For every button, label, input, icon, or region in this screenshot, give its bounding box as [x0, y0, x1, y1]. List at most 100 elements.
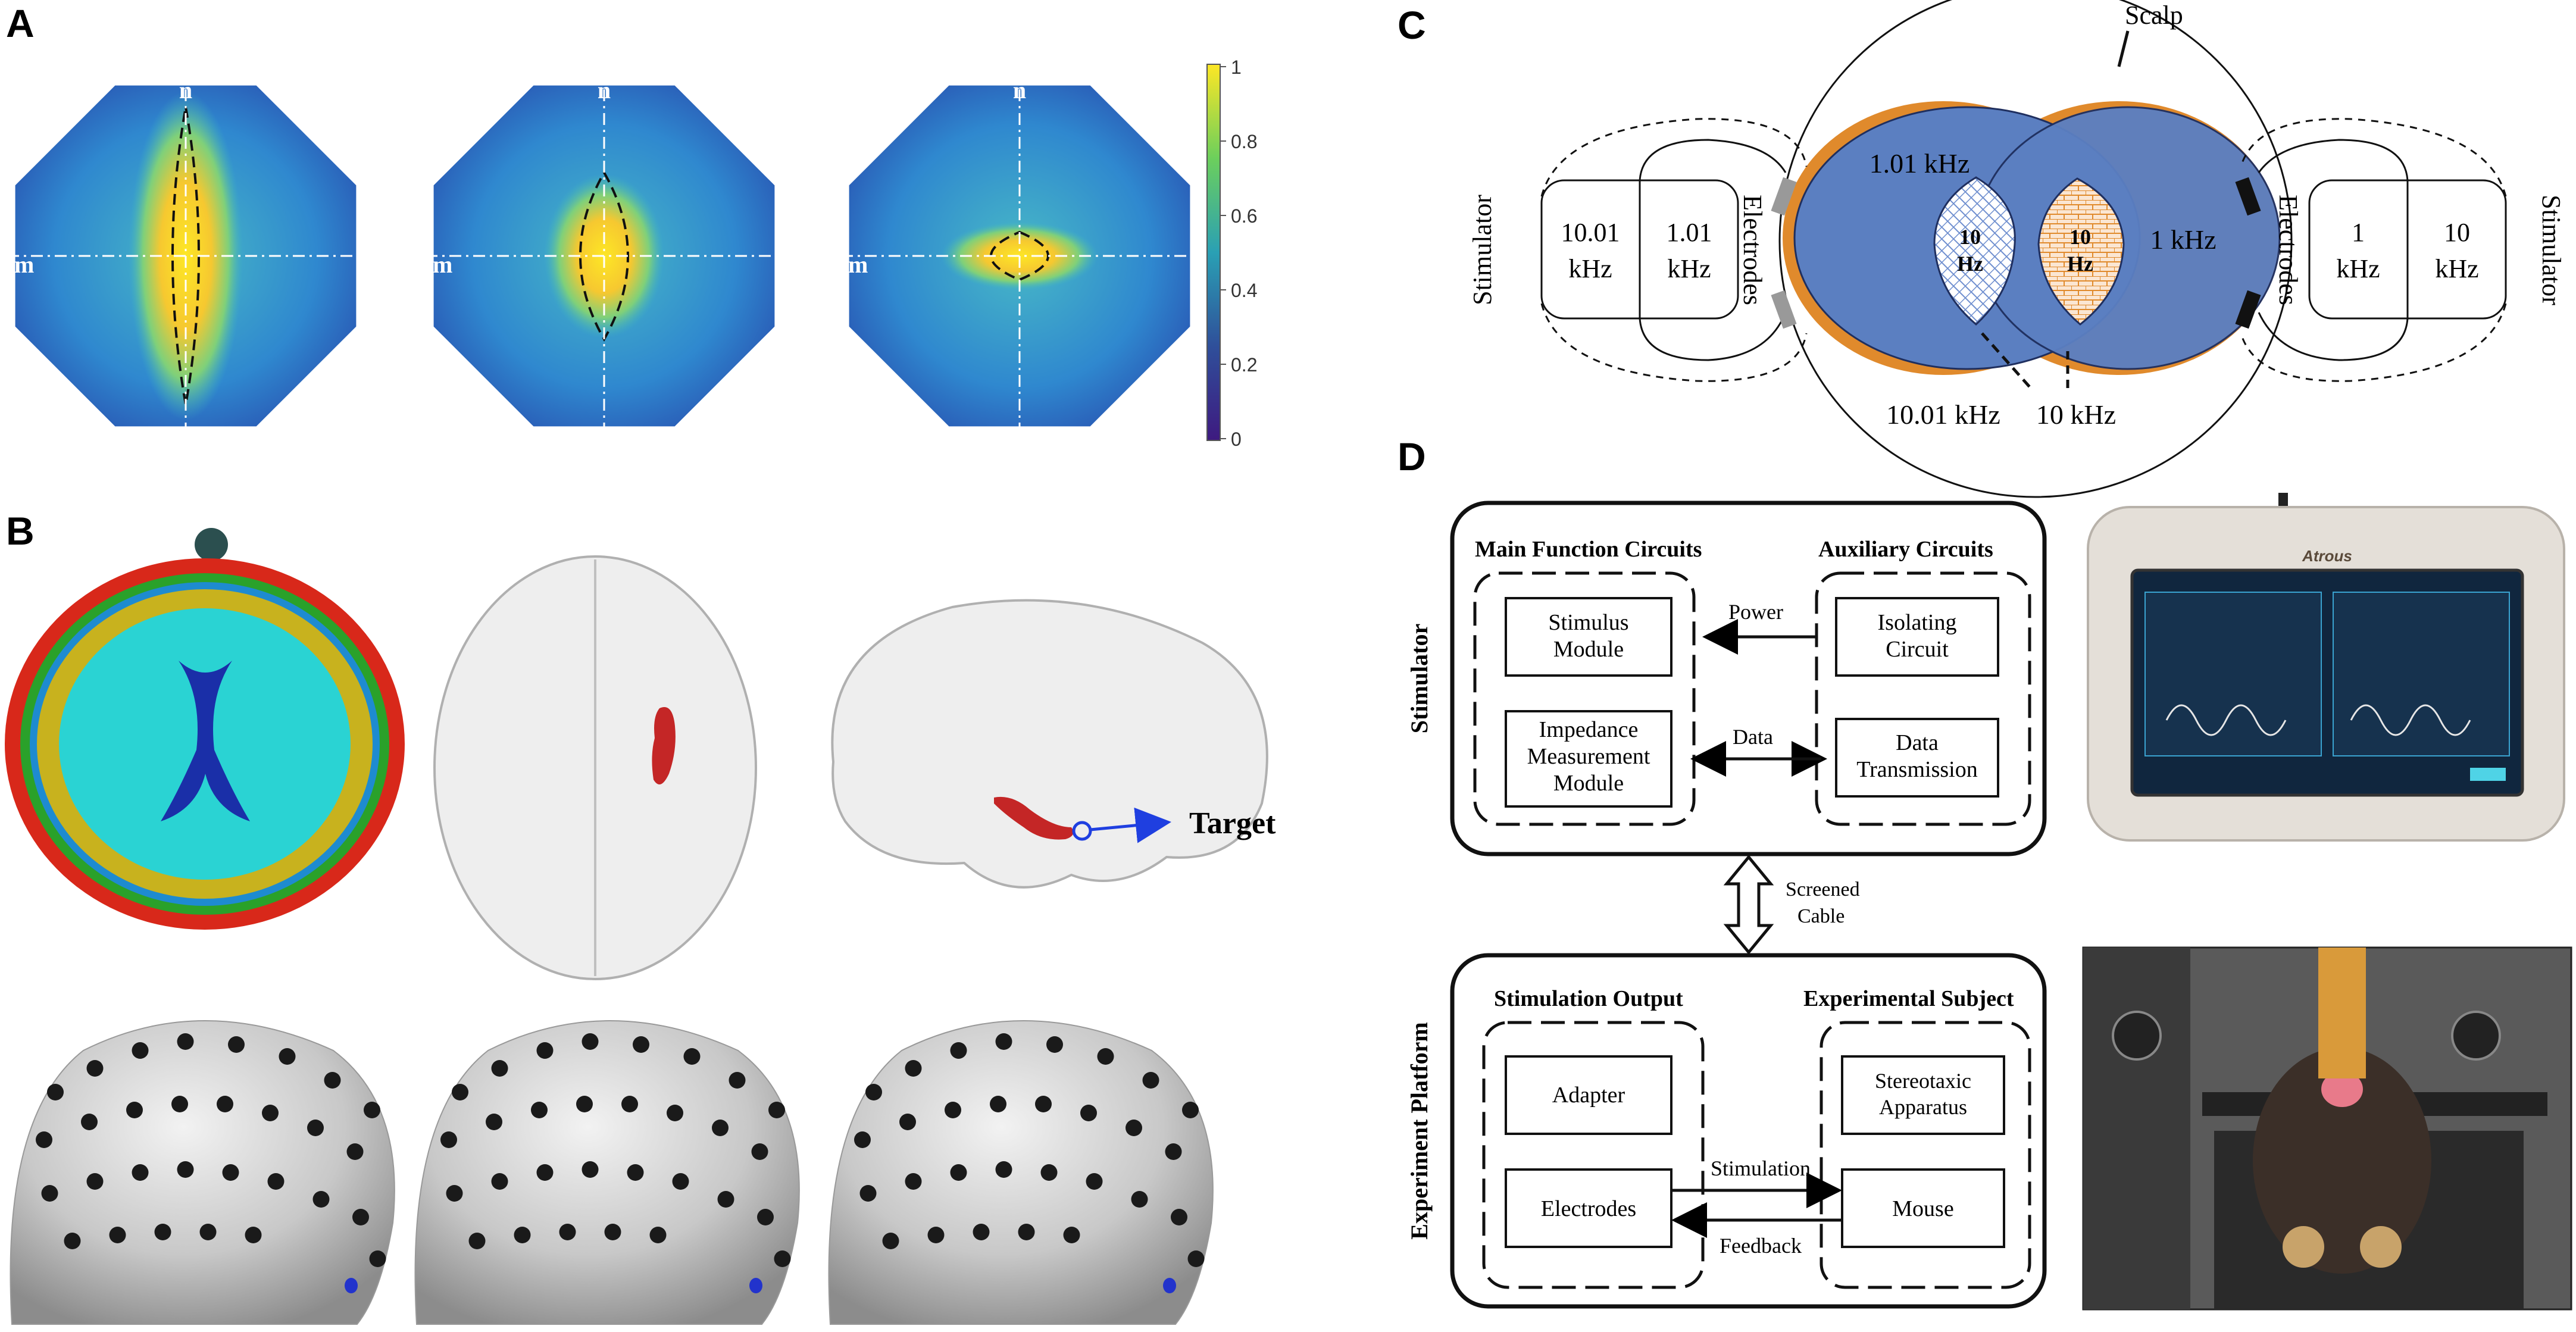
head-model-3 — [828, 1020, 1214, 1325]
eeg-electrode — [47, 1084, 64, 1100]
eeg-electrode — [1040, 1164, 1058, 1181]
eeg-electrode — [514, 1227, 531, 1243]
experiment-platform-block: Experiment Platform Stimulation Output E… — [1406, 953, 2047, 1309]
left-freq1-num: 10.01 — [1561, 218, 1620, 247]
hz-right-unit: Hz — [2067, 252, 2093, 276]
eeg-electrode — [905, 1173, 922, 1190]
right-freq2-unit: kHz — [2435, 254, 2478, 283]
mouse-body — [2253, 1048, 2431, 1274]
colorbar-tick-label: 0.4 — [1231, 280, 1257, 301]
eeg-electrode — [1165, 1143, 1182, 1160]
label-10khz: 10 kHz — [2036, 399, 2116, 430]
beat-zone-left — [1933, 176, 2016, 326]
eeg-electrode — [1046, 1036, 1063, 1053]
m-axis-label: m — [14, 251, 34, 278]
device-channel2 — [2333, 592, 2510, 756]
eeg-electrode — [171, 1096, 188, 1112]
eeg-electrode — [536, 1042, 554, 1059]
left-wire-bottom-dashed — [1540, 303, 1808, 382]
hz-left-unit: Hz — [1957, 252, 1983, 276]
eeg-electrode — [279, 1048, 296, 1065]
cable-label-l2: Cable — [1797, 905, 1845, 927]
eeg-electrode — [440, 1131, 457, 1148]
eeg-electrode — [945, 1102, 961, 1118]
eeg-electrode — [757, 1209, 774, 1225]
target-region-top — [652, 707, 676, 784]
ventricle — [161, 661, 250, 821]
isolating-circuit-l2: Circuit — [1886, 637, 1949, 662]
left-wire-bottom — [1639, 312, 1787, 361]
left-stimulator-label: Stimulator — [1468, 195, 1497, 305]
heatmap-3: nm — [841, 77, 1198, 429]
eeg-electrode — [667, 1105, 683, 1121]
eeg-electrode — [1035, 1096, 1052, 1112]
right-stimulator: 1 kHz 10 kHz Stimulator Electrodes — [2235, 118, 2566, 382]
panel-d-letter: D — [1398, 434, 1426, 479]
eeg-electrode — [774, 1250, 791, 1267]
data-label: Data — [1733, 725, 1773, 749]
impedance-module-l3: Module — [1553, 771, 1624, 796]
device-start-button — [2470, 768, 2506, 781]
eeg-electrode — [712, 1120, 729, 1136]
eeg-electrode — [1142, 1072, 1159, 1089]
threshold-contour — [990, 230, 1049, 282]
eeg-electrode — [491, 1060, 508, 1077]
mouse-photo — [2082, 946, 2572, 1311]
eeg-electrode — [1063, 1227, 1080, 1243]
head-model-1 — [10, 1020, 395, 1325]
mouse-photo-left-frame — [2083, 948, 2190, 1309]
mouse-label: Mouse — [1892, 1196, 1953, 1221]
eeg-electrode — [486, 1114, 502, 1130]
eeg-electrode — [604, 1224, 621, 1240]
colorbar-ticks: 10.80.60.40.20 — [1220, 57, 1257, 450]
eeg-electrode — [36, 1131, 52, 1148]
target-region-side — [994, 796, 1074, 840]
adapter-label: Adapter — [1552, 1083, 1625, 1108]
electrode-pad-right — [2360, 1226, 2402, 1268]
eeg-electrode — [859, 1185, 877, 1202]
eeg-electrode — [995, 1161, 1012, 1178]
eeg-electrode — [882, 1233, 899, 1249]
reference-electrode — [1163, 1278, 1176, 1293]
fiducial-marker — [195, 528, 228, 561]
left-stimulator: 10.01 kHz 1.01 kHz Stimulator Electrodes — [1468, 118, 1808, 382]
eeg-electrode — [154, 1224, 171, 1240]
colorbar-tick-label: 0 — [1231, 429, 1242, 450]
eeg-electrode — [452, 1084, 468, 1100]
stereotaxic-knob-right — [2451, 1011, 2501, 1061]
device-wave1 — [2165, 704, 2287, 736]
device-wave2 — [2350, 704, 2471, 736]
eeg-electrode — [717, 1191, 734, 1208]
eeg-electrode — [352, 1209, 369, 1225]
eeg-electrode — [468, 1233, 486, 1249]
heatmap-1: nm — [7, 77, 364, 429]
threshold-contour — [171, 107, 200, 405]
impedance-module-l2: Measurement — [1527, 744, 1650, 769]
eeg-electrode — [899, 1114, 916, 1130]
hz-right-num: 10 — [2069, 225, 2091, 249]
eeg-electrode — [1131, 1191, 1148, 1208]
stimulus-module-box — [1505, 597, 1672, 677]
eeg-electrode — [582, 1161, 599, 1178]
eeg-electrode — [990, 1096, 1006, 1112]
eeg-electrode — [491, 1173, 508, 1190]
eeg-electrode — [1086, 1173, 1103, 1190]
colorbar-tick-label: 0.2 — [1231, 354, 1257, 376]
experimental-subject-title: Experimental Subject — [1803, 986, 2014, 1011]
target-label: Target — [1189, 806, 1276, 840]
head-model-2 — [414, 1020, 800, 1325]
cable-double-arrow — [1723, 855, 1774, 955]
eeg-electrode — [950, 1042, 967, 1059]
label-1-01khz: 1.01 kHz — [1870, 148, 1970, 179]
eeg-electrode — [177, 1161, 194, 1178]
eeg-electrode — [633, 1036, 649, 1053]
eeg-electrode — [621, 1096, 638, 1112]
data-transmission-l2: Transmission — [1856, 757, 1977, 782]
eeg-electrode — [41, 1185, 58, 1202]
n-axis-label: n — [179, 77, 192, 104]
eeg-electrode — [854, 1131, 871, 1148]
label-1khz: 1 kHz — [2150, 224, 2216, 255]
eeg-electrode — [649, 1227, 667, 1243]
stimulus-module-l2: Module — [1553, 637, 1624, 662]
